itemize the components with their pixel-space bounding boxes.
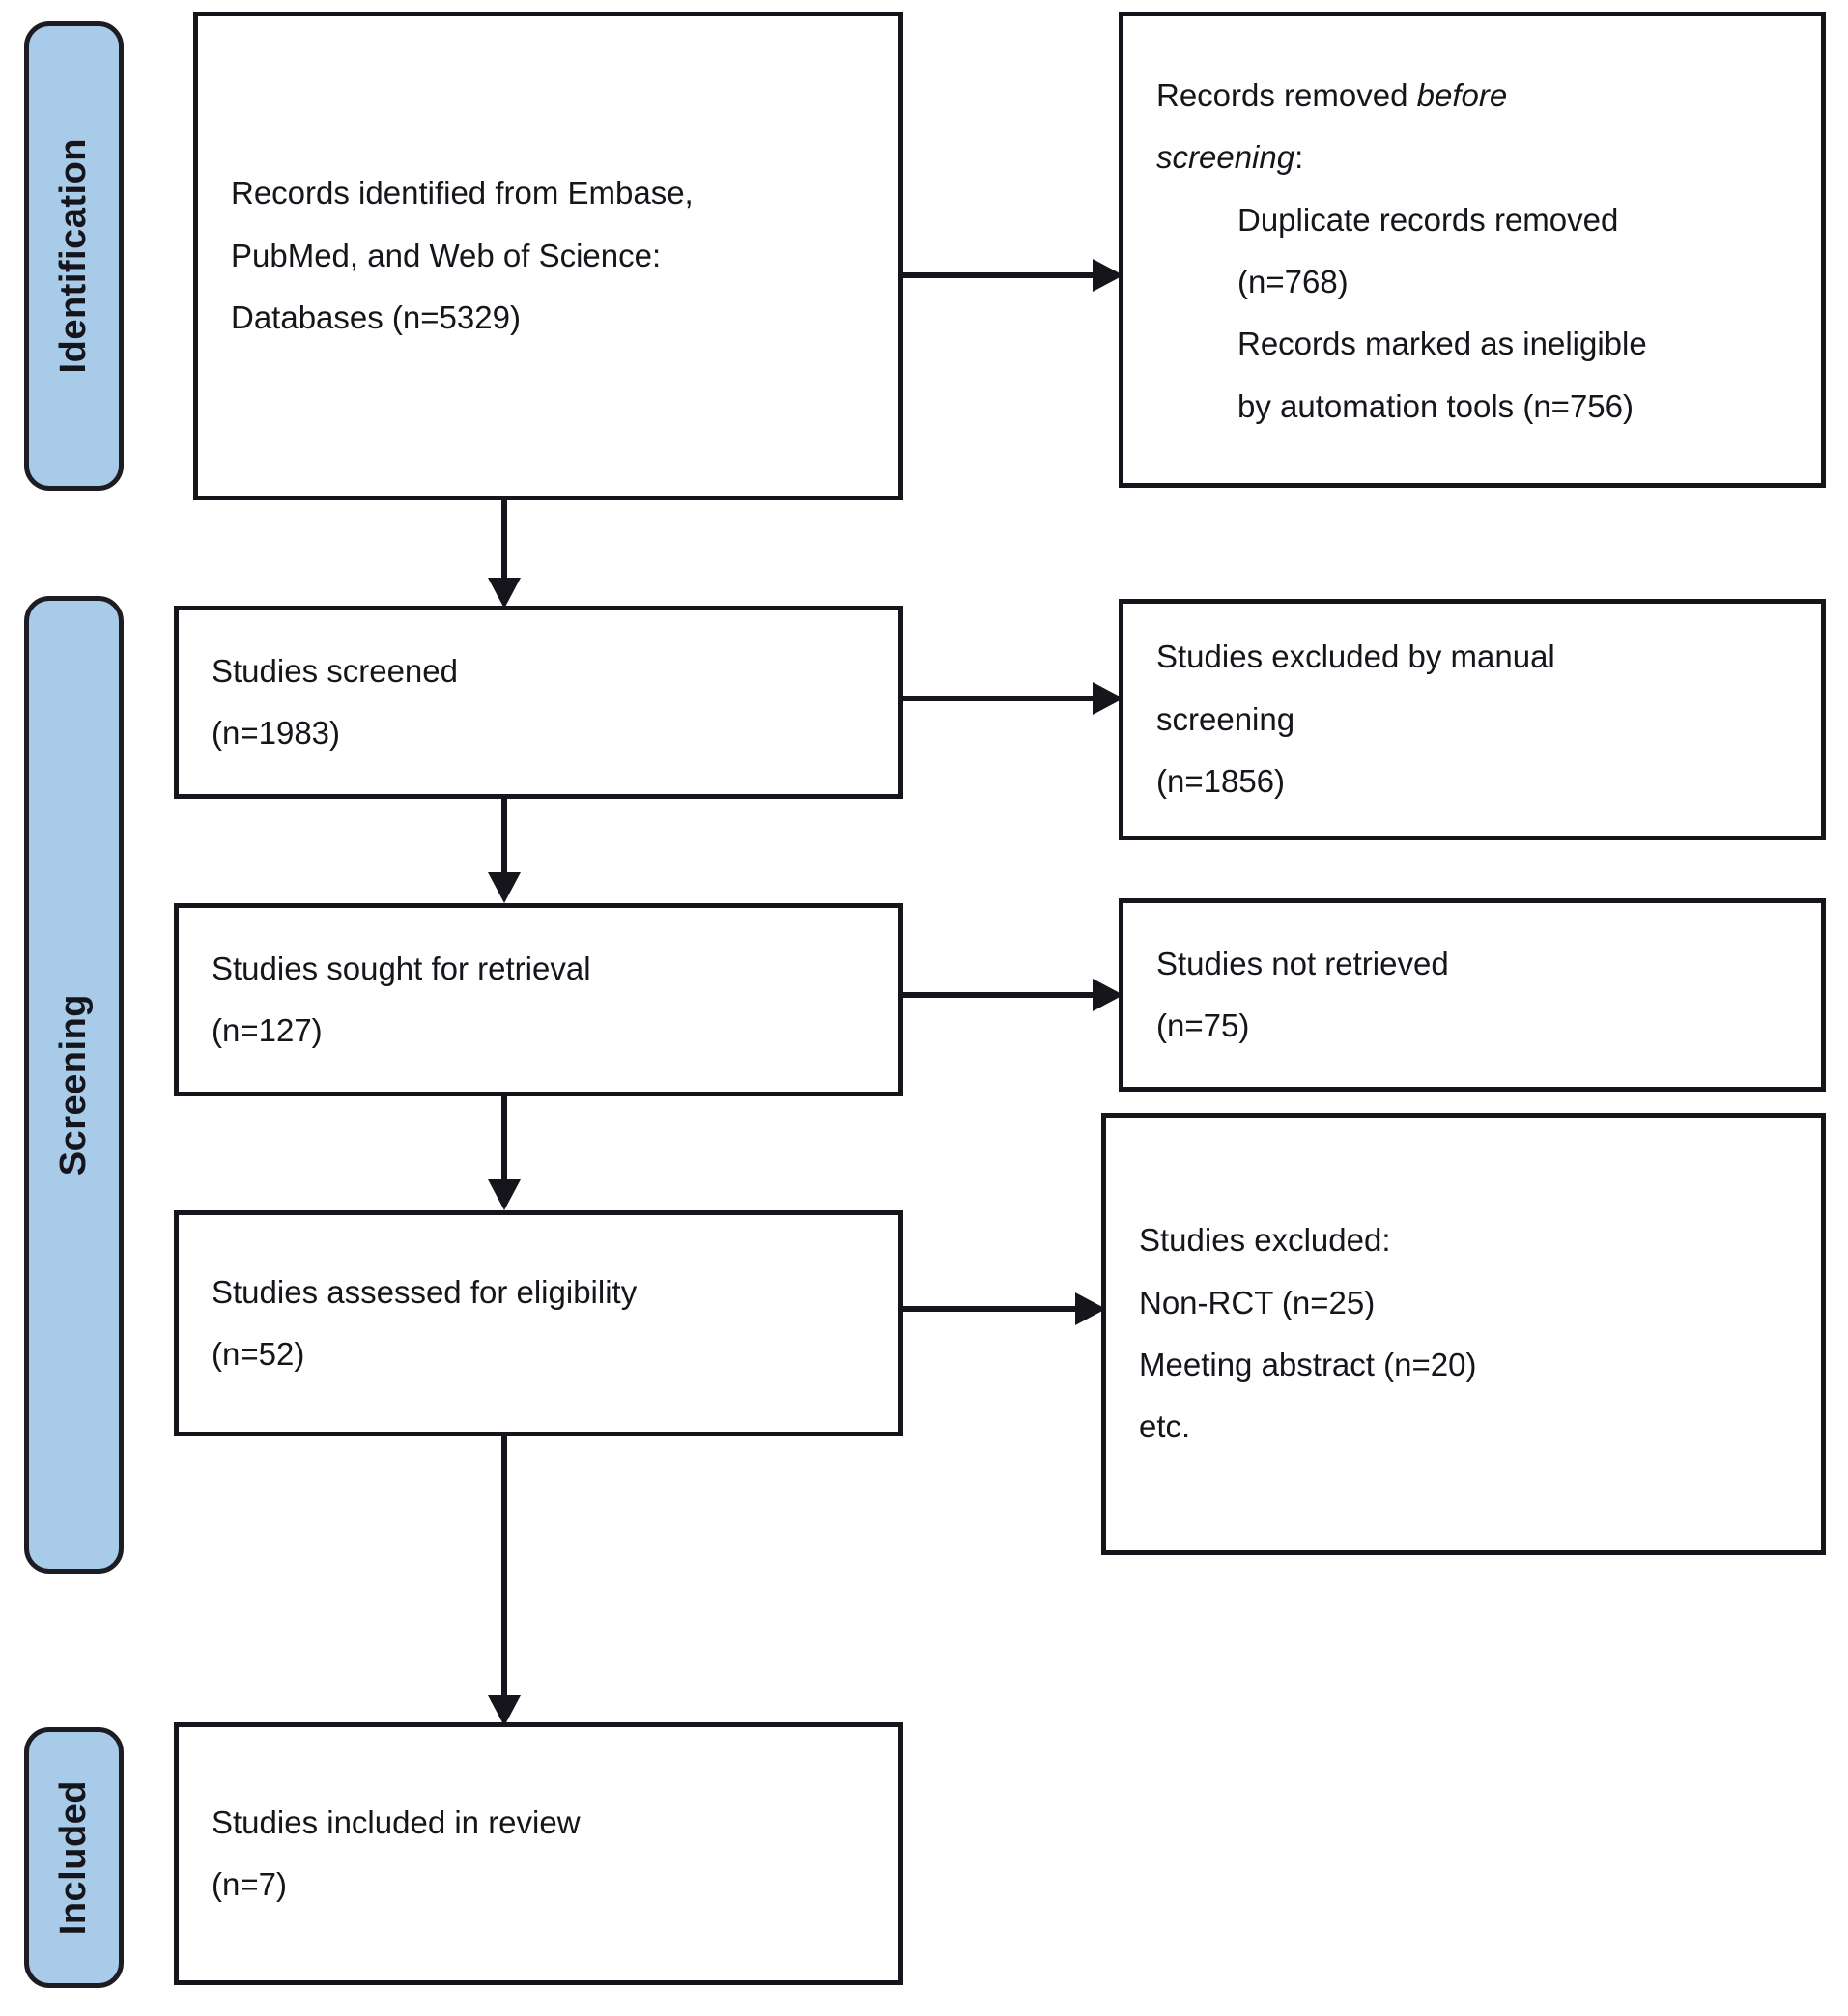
records-removed-box: Records removed before screening: Duplic…	[1119, 12, 1826, 488]
studies-assessed-line-1: Studies assessed for eligibility	[212, 1273, 638, 1310]
studies-excluded-manual-line-1: Studies excluded by manual	[1156, 639, 1555, 675]
studies-sought-line-2: (n=127)	[212, 1012, 323, 1048]
records-removed-item-duplicates-count: (n=768)	[1237, 264, 1349, 300]
studies-assessed-line-2: (n=52)	[212, 1336, 305, 1372]
phase-label-screening: Screening	[53, 993, 94, 1177]
records-removed-item-duplicates: Duplicate records removed	[1237, 201, 1619, 238]
studies-excluded-reasons-line-2: Non-RCT (n=25)	[1139, 1284, 1376, 1320]
studies-excluded-reasons-line-3: Meeting abstract (n=20)	[1139, 1347, 1477, 1382]
arrow-screened-to-sought	[485, 799, 524, 903]
studies-excluded-manual-line-2: screening	[1156, 700, 1295, 737]
records-removed-heading-plain: Records removed	[1156, 77, 1417, 113]
studies-sought-box: Studies sought for retrieval (n=127)	[174, 903, 903, 1096]
arrow-assessed-to-included	[485, 1436, 524, 1726]
records-removed-item-ineligible: Records marked as ineligible	[1237, 326, 1647, 362]
phase-label-identification: Identification	[53, 138, 94, 374]
arrow-sought-to-assessed	[485, 1096, 524, 1210]
records-identified-line-3: Databases (n=5329)	[231, 299, 521, 336]
records-removed-heading-italic-before: before	[1416, 77, 1508, 113]
phase-bar-identification: Identification	[24, 21, 124, 491]
studies-assessed-box: Studies assessed for eligibility (n=52)	[174, 1210, 903, 1436]
arrow-screened-to-excluded-manual	[903, 679, 1123, 718]
records-identified-box: Records identified from Embase, PubMed, …	[193, 12, 903, 500]
phase-label-included: Included	[53, 1779, 94, 1936]
studies-not-retrieved-box: Studies not retrieved (n=75)	[1119, 898, 1826, 1092]
records-removed-item-ineligible-count: by automation tools (n=756)	[1237, 387, 1635, 424]
studies-excluded-manual-line-3: (n=1856)	[1156, 763, 1286, 800]
studies-sought-line-1: Studies sought for retrieval	[212, 950, 591, 986]
records-identified-line-1: Records identified from Embase,	[231, 175, 694, 212]
studies-screened-line-2: (n=1983)	[212, 715, 341, 751]
arrow-identified-to-removed	[903, 256, 1123, 295]
records-identified-line-2: PubMed, and Web of Science:	[231, 237, 662, 273]
studies-excluded-reasons-box: Studies excluded: Non-RCT (n=25) Meeting…	[1101, 1113, 1826, 1555]
records-removed-heading-line-1: Records removed before	[1156, 65, 1788, 127]
studies-not-retrieved-line-1: Studies not retrieved	[1156, 945, 1449, 981]
studies-excluded-reasons-line-1: Studies excluded:	[1139, 1222, 1391, 1259]
phase-bar-screening: Screening	[24, 596, 124, 1574]
studies-included-box: Studies included in review (n=7)	[174, 1722, 903, 1985]
studies-not-retrieved-line-2: (n=75)	[1156, 1008, 1250, 1043]
studies-included-line-2: (n=7)	[212, 1866, 287, 1902]
records-removed-heading-line-2: screening:	[1156, 127, 1788, 188]
studies-included-line-1: Studies included in review	[212, 1803, 581, 1840]
records-removed-heading-italic-screening: screening	[1156, 139, 1295, 176]
studies-screened-box: Studies screened (n=1983)	[174, 606, 903, 799]
arrow-identified-to-screened	[485, 500, 524, 609]
studies-excluded-manual-box: Studies excluded by manual screening (n=…	[1119, 599, 1826, 840]
arrow-assessed-to-excluded-reasons	[903, 1290, 1106, 1328]
phase-bar-included: Included	[24, 1727, 124, 1988]
studies-excluded-reasons-line-4: etc.	[1139, 1408, 1191, 1445]
arrow-sought-to-not-retrieved	[903, 976, 1123, 1014]
studies-screened-line-1: Studies screened	[212, 652, 458, 689]
records-removed-heading-colon: :	[1294, 139, 1304, 176]
